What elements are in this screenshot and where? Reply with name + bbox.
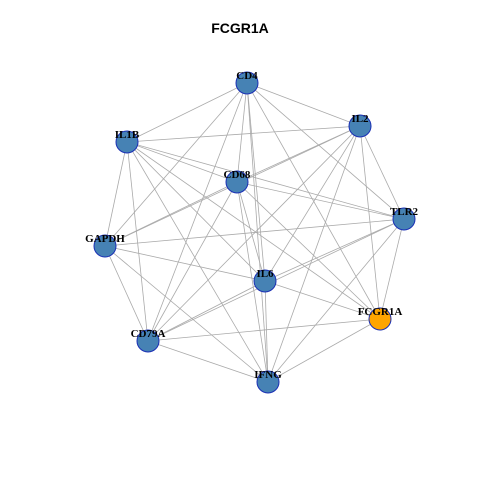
edge-il6-cd79a: [147, 280, 266, 342]
node-il1b[interactable]: [115, 130, 139, 154]
edge-il1b-tlr2: [126, 141, 405, 220]
edge-il2-tlr2: [359, 125, 405, 220]
node-cd79a[interactable]: [136, 329, 160, 353]
edge-il1b-il6: [126, 141, 266, 282]
node-label-il1b: IL1B: [115, 129, 140, 141]
edge-il1b-ifng: [126, 141, 269, 383]
edge-cd4-cd79a: [147, 82, 248, 342]
edge-il2-fcgr1a: [359, 125, 381, 320]
edge-cd79a-ifng: [147, 340, 269, 383]
node-cd4[interactable]: [235, 71, 259, 95]
edge-layer: [104, 82, 405, 383]
edge-il1b-fcgr1a: [126, 141, 381, 320]
edge-tlr2-il6: [264, 218, 405, 282]
node-label-cd79a: CD79A: [131, 328, 166, 340]
edge-il2-il1b: [126, 125, 361, 143]
edge-cd4-tlr2: [246, 82, 405, 220]
edge-gapdh-ifng: [104, 245, 269, 383]
edge-il6-fcgr1a: [264, 280, 381, 320]
node-label-fcgr1a: FCGR1A: [358, 306, 403, 318]
node-label-il2: IL2: [351, 113, 369, 125]
node-label-gapdh: GAPDH: [85, 233, 125, 245]
node-layer: [93, 71, 416, 394]
edge-cd68-il6: [236, 181, 266, 282]
edge-tlr2-fcgr1a: [379, 218, 405, 320]
edge-gapdh-cd79a: [104, 245, 149, 342]
edge-il2-cd79a: [147, 125, 361, 342]
edge-cd4-il1b: [126, 82, 248, 143]
edge-cd4-il6: [246, 82, 266, 282]
edge-il1b-gapdh: [104, 141, 128, 247]
edge-tlr2-gapdh: [104, 218, 405, 247]
edge-cd68-ifng: [236, 181, 269, 383]
edge-cd4-cd68: [236, 82, 248, 183]
node-gapdh[interactable]: [93, 234, 117, 258]
edge-il1b-cd68: [126, 141, 238, 183]
graph-title: FCGR1A: [211, 20, 269, 36]
edge-il1b-cd79a: [126, 141, 149, 342]
edge-cd4-il2: [246, 82, 361, 127]
node-label-ifng: IFNG: [254, 369, 282, 381]
node-label-il6: IL6: [256, 268, 274, 280]
node-tlr2[interactable]: [392, 207, 416, 231]
node-il2[interactable]: [348, 114, 372, 138]
node-fcgr1a[interactable]: [368, 307, 392, 331]
edge-cd68-tlr2: [236, 181, 405, 220]
edge-cd4-gapdh: [104, 82, 248, 247]
edge-cd4-fcgr1a: [246, 82, 381, 320]
node-label-cd4: CD4: [236, 70, 258, 82]
edge-cd68-gapdh: [104, 181, 238, 247]
edge-fcgr1a-ifng: [267, 318, 381, 383]
node-label-cd68: CD68: [224, 169, 251, 181]
edge-il2-il6: [264, 125, 361, 282]
edge-fcgr1a-cd79a: [147, 318, 381, 342]
node-cd68[interactable]: [225, 170, 249, 194]
edge-cd68-fcgr1a: [236, 181, 381, 320]
edge-tlr2-ifng: [267, 218, 405, 383]
node-il6[interactable]: [253, 269, 277, 293]
node-ifng[interactable]: [256, 370, 280, 394]
edge-gapdh-il6: [104, 245, 266, 282]
edge-cd68-cd79a: [147, 181, 238, 342]
edge-il2-ifng: [267, 125, 361, 383]
edge-il6-ifng: [264, 280, 269, 383]
node-label-tlr2: TLR2: [390, 206, 419, 218]
